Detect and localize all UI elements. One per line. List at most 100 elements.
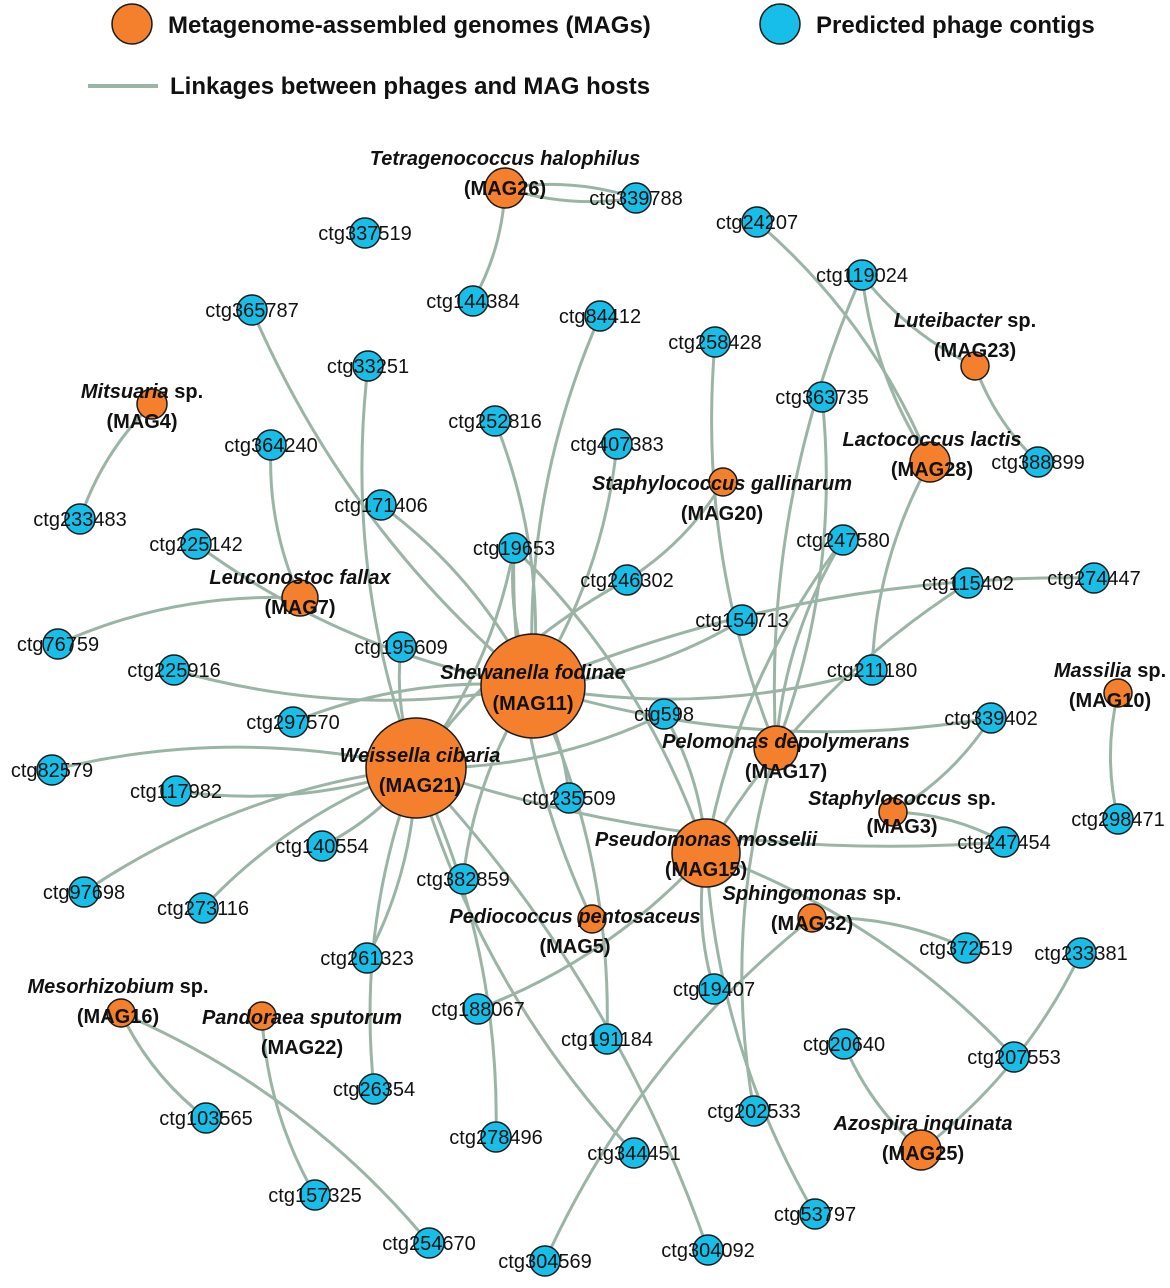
- mag-node-MAG28[interactable]: [909, 441, 951, 483]
- phage-node-ctg273116[interactable]: [187, 892, 219, 924]
- phage-node-ctg247580[interactable]: [827, 524, 859, 556]
- mag-node-MAG15[interactable]: [671, 818, 741, 888]
- mag-node-MAG7[interactable]: [281, 579, 319, 617]
- mag-species-label: Pseudomonas mosselii: [595, 829, 818, 851]
- phage-node-ctg297570[interactable]: [277, 706, 309, 738]
- mag-species-label: Mesorhizobium sp.: [27, 976, 208, 998]
- mag-node-MAG32[interactable]: [797, 903, 827, 933]
- phage-label: ctg339788: [589, 188, 682, 210]
- mag-node-MAG4[interactable]: [136, 388, 168, 420]
- phage-node-ctg598[interactable]: [648, 698, 680, 730]
- mag-node-MAG17[interactable]: [753, 725, 799, 771]
- mag-code-label: (MAG32): [771, 913, 853, 935]
- phage-node-ctg195609[interactable]: [385, 631, 417, 663]
- phage-node-ctg365787[interactable]: [236, 294, 268, 326]
- phage-node-ctg19407[interactable]: [698, 973, 730, 1005]
- phage-node-ctg274447[interactable]: [1078, 562, 1110, 594]
- phage-node-ctg115402[interactable]: [952, 567, 984, 599]
- phage-label: ctg19407: [673, 979, 755, 1001]
- phage-node-ctg171406[interactable]: [365, 489, 397, 521]
- legend-mag-swatch: [111, 3, 153, 45]
- phage-node-ctg233483[interactable]: [64, 503, 96, 535]
- mag-species-name: Mesorhizobium: [27, 976, 174, 998]
- mag-node-MAG21[interactable]: [365, 717, 467, 819]
- phage-label: ctg33251: [327, 356, 409, 378]
- edge-MAG15-ctg207553: [705, 851, 1016, 1059]
- mag-species-name: Weissella cibaria: [340, 745, 501, 767]
- phage-node-ctg207553[interactable]: [998, 1041, 1030, 1073]
- phage-node-ctg76759[interactable]: [42, 628, 74, 660]
- mag-species-label: Pandoraea sputorum: [202, 1007, 402, 1029]
- mag-species-name: Sphingomonas: [723, 883, 867, 905]
- phage-node-ctg304092[interactable]: [692, 1234, 724, 1266]
- phage-node-ctg364240[interactable]: [255, 429, 287, 461]
- phage-node-ctg278496[interactable]: [480, 1121, 512, 1153]
- phage-node-ctg33251[interactable]: [352, 350, 384, 382]
- edge-MAG28-ctg24207: [756, 220, 932, 463]
- mag-code-label: (MAG17): [745, 761, 827, 783]
- phage-node-ctg235509[interactable]: [553, 782, 585, 814]
- phage-node-ctg103565[interactable]: [190, 1102, 222, 1134]
- phage-label: ctg407383: [570, 434, 663, 456]
- phage-node-ctg339402[interactable]: [975, 702, 1007, 734]
- phage-node-ctg372519[interactable]: [950, 932, 982, 964]
- phage-node-ctg154713[interactable]: [726, 604, 758, 636]
- mag-code-label: (MAG7): [264, 597, 335, 619]
- phage-label: ctg258428: [668, 332, 761, 354]
- phage-node-ctg337519[interactable]: [349, 217, 381, 249]
- mag-node-MAG5[interactable]: [577, 904, 607, 934]
- mag-node-MAG16[interactable]: [106, 998, 136, 1028]
- phage-node-ctg144384[interactable]: [457, 285, 489, 317]
- phage-node-ctg298471[interactable]: [1102, 803, 1134, 835]
- phage-label: ctg252816: [448, 411, 541, 433]
- phage-node-ctg20640[interactable]: [828, 1028, 860, 1060]
- phage-node-ctg252816[interactable]: [479, 405, 511, 437]
- phage-node-ctg246302[interactable]: [611, 564, 643, 596]
- phage-node-ctg26354[interactable]: [358, 1073, 390, 1105]
- phage-node-ctg84412[interactable]: [584, 300, 616, 332]
- phage-node-ctg188067[interactable]: [462, 993, 494, 1025]
- edge-MAG21-ctg278496: [414, 767, 498, 1138]
- phage-node-ctg304569[interactable]: [529, 1245, 561, 1277]
- phage-node-ctg82579[interactable]: [36, 754, 68, 786]
- mag-code-label: (MAG11): [492, 693, 573, 715]
- phage-node-ctg225916[interactable]: [158, 654, 190, 686]
- phage-label: ctg388899: [991, 452, 1084, 474]
- mag-species-name: Lactococcus lactis: [843, 429, 1022, 451]
- phage-node-ctg97698[interactable]: [68, 876, 100, 908]
- mag-node-MAG26[interactable]: [484, 167, 526, 209]
- mag-node-MAG11[interactable]: [480, 633, 586, 739]
- phage-node-ctg258428[interactable]: [699, 326, 731, 358]
- phage-node-ctg233381[interactable]: [1065, 937, 1097, 969]
- phage-node-ctg191184[interactable]: [591, 1023, 623, 1055]
- phage-node-ctg407383[interactable]: [601, 428, 633, 460]
- phage-node-ctg382859[interactable]: [447, 863, 479, 895]
- mag-node-MAG10[interactable]: [1103, 678, 1133, 708]
- phage-node-ctg53797[interactable]: [799, 1198, 831, 1230]
- phage-node-ctg225142[interactable]: [180, 528, 212, 560]
- phage-node-ctg211180[interactable]: [856, 654, 888, 686]
- phage-node-ctg344451[interactable]: [618, 1137, 650, 1169]
- mag-node-MAG22[interactable]: [247, 1001, 277, 1031]
- mag-species-label: Massilia sp.: [1054, 660, 1166, 682]
- mag-node-MAG23[interactable]: [960, 351, 990, 381]
- phage-node-ctg339788[interactable]: [620, 182, 652, 214]
- phage-node-ctg24207[interactable]: [741, 206, 773, 238]
- phage-node-ctg117982[interactable]: [160, 775, 192, 807]
- phage-node-ctg140554[interactable]: [306, 830, 338, 862]
- phage-node-ctg363735[interactable]: [806, 381, 838, 413]
- mag-node-MAG20[interactable]: [708, 467, 738, 497]
- phage-label: ctg247580: [796, 530, 889, 552]
- mag-node-MAG3[interactable]: [878, 797, 908, 827]
- phage-node-ctg157325[interactable]: [299, 1179, 331, 1211]
- phage-node-ctg119024[interactable]: [846, 259, 878, 291]
- phage-node-ctg261323[interactable]: [351, 942, 383, 974]
- mag-node-MAG25[interactable]: [900, 1129, 942, 1171]
- phage-node-ctg254670[interactable]: [413, 1227, 445, 1259]
- phage-node-ctg19653[interactable]: [498, 532, 530, 564]
- phage-label: ctg298471: [1071, 809, 1164, 831]
- phage-node-ctg247454[interactable]: [988, 826, 1020, 858]
- phage-node-ctg202533[interactable]: [738, 1095, 770, 1127]
- phage-node-ctg388899[interactable]: [1022, 446, 1054, 478]
- mag-species-label: Luteibacter sp.: [894, 310, 1036, 332]
